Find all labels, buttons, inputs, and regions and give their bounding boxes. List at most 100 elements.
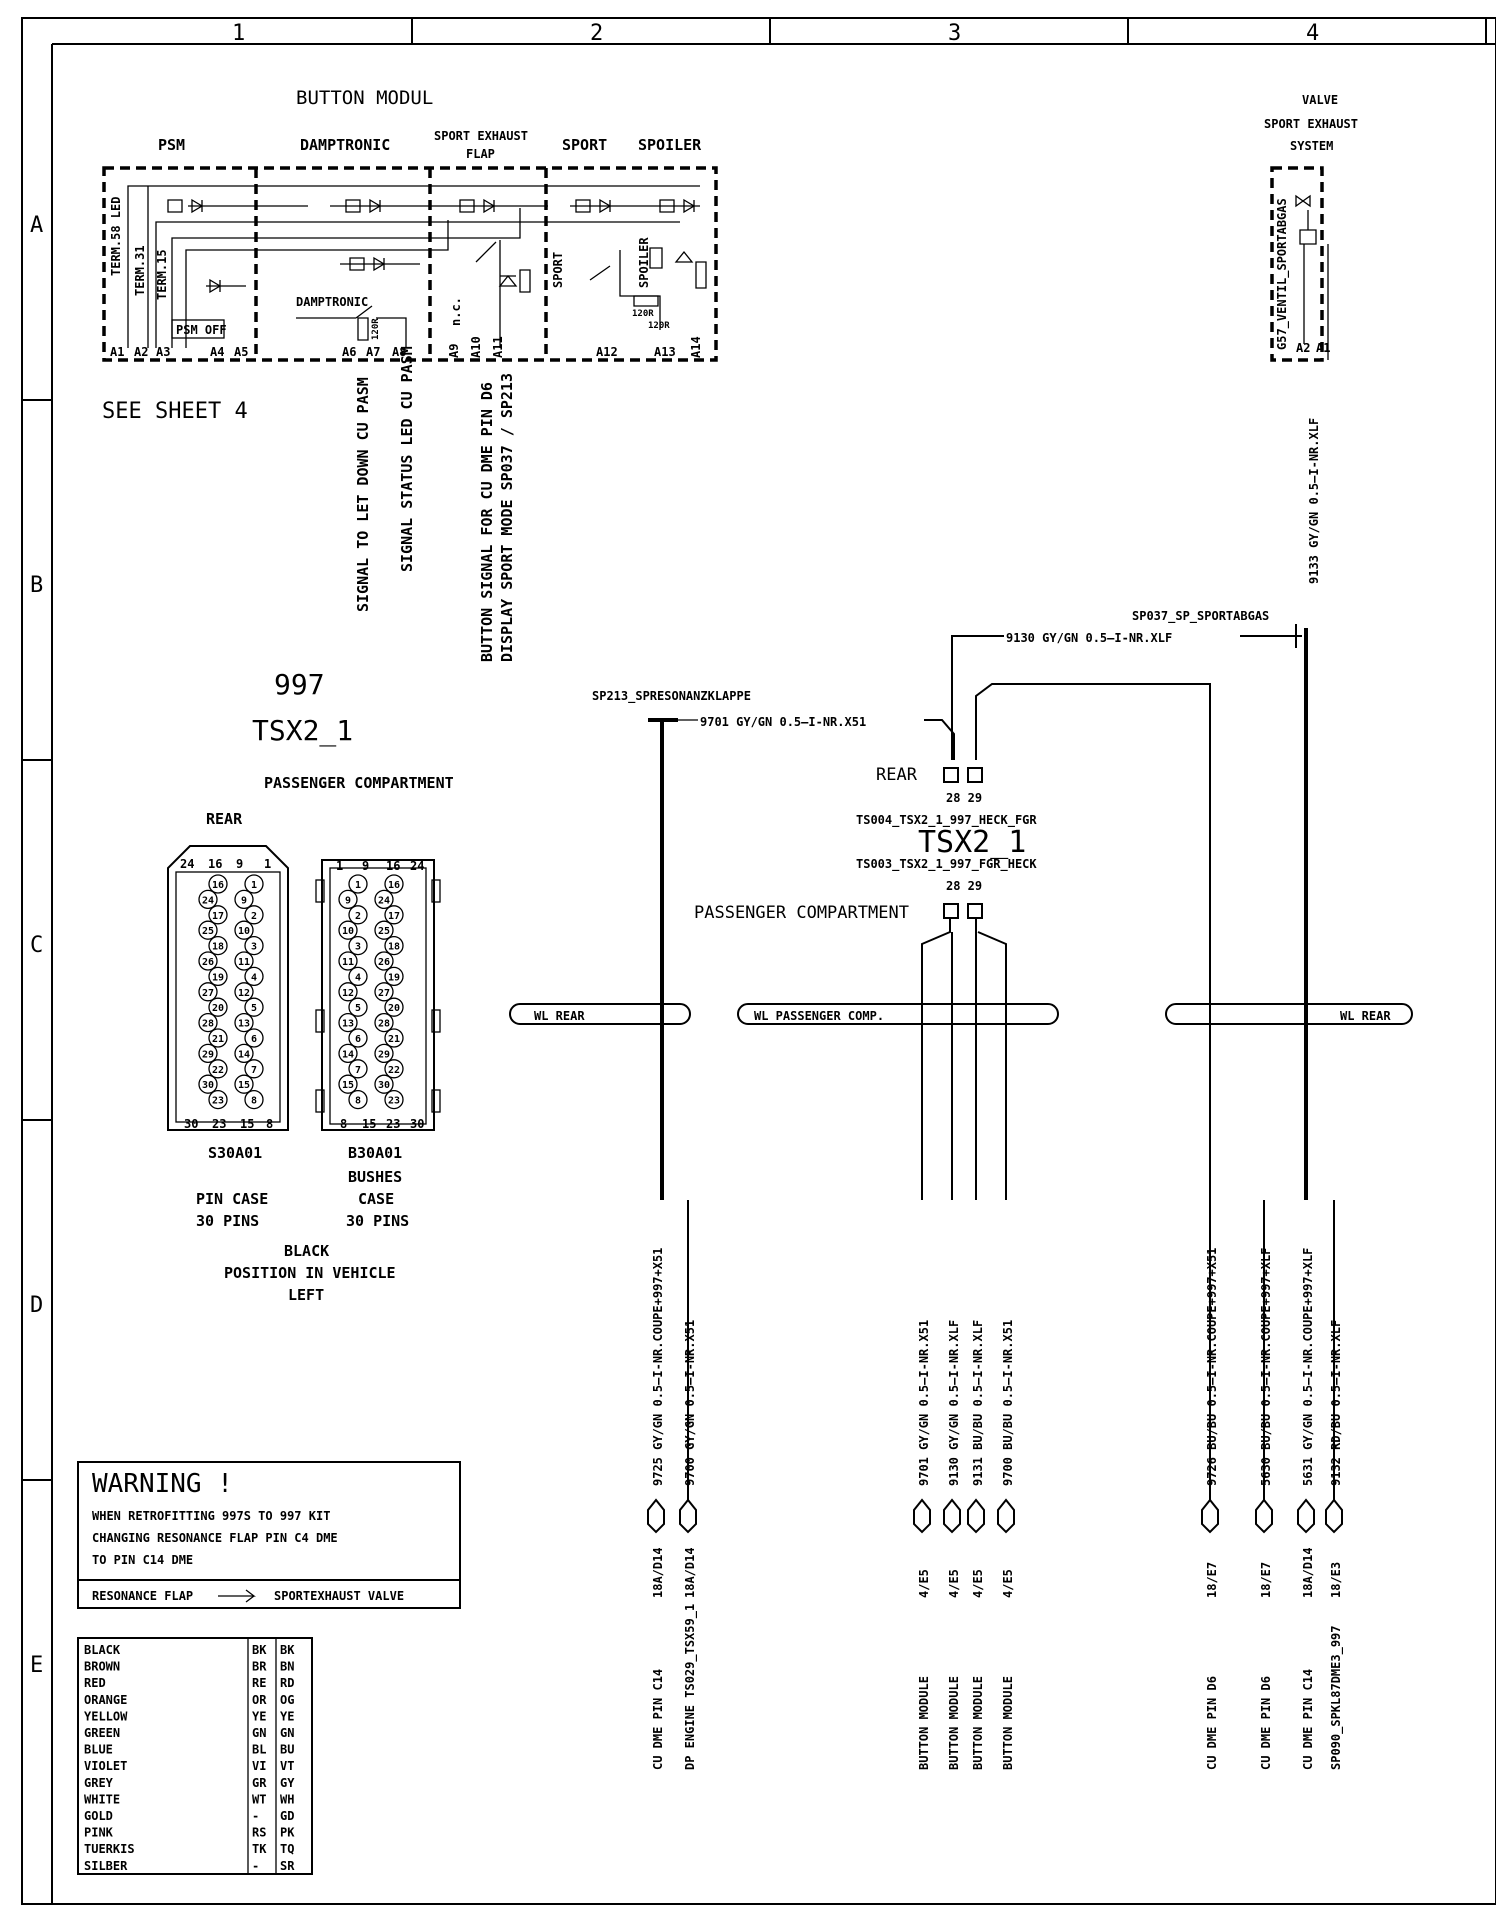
- pin-number: 23: [388, 1096, 400, 1107]
- pin-circle: [198, 1012, 218, 1033]
- bushes-case-shape: [321, 859, 435, 1131]
- pin-a1: A1: [110, 345, 124, 359]
- pin-number: 6: [355, 1034, 361, 1045]
- sp037-wire: 9130 GY/GN 0.5—I-NR.XLF: [1006, 631, 1172, 645]
- pin-number: 11: [342, 957, 354, 968]
- tsx-name: TSX2_1: [918, 825, 1026, 860]
- psm-off-label: PSM OFF: [176, 323, 227, 337]
- pin-a2: A2: [134, 345, 148, 359]
- color-code-en: GD: [280, 1809, 294, 1823]
- connector-footer-2: POSITION IN VEHICLE: [224, 1264, 396, 1282]
- pin-number: 16: [212, 880, 224, 891]
- svg-text:15: 15: [240, 1117, 254, 1131]
- svg-text:9: 9: [236, 857, 243, 871]
- pin-a12: A12: [596, 345, 618, 359]
- pin-a8: A8: [392, 345, 406, 359]
- damptronic-switch-label: DAMPTRONIC: [296, 295, 368, 309]
- warning-arrow-icon: [218, 1589, 256, 1603]
- pin-number: 10: [342, 926, 354, 937]
- pin-number: 22: [388, 1065, 400, 1076]
- valve-box: [1270, 166, 1324, 362]
- pin-number: 16: [388, 880, 400, 891]
- pin-circle: [348, 935, 368, 956]
- pin-number: 25: [202, 926, 214, 937]
- wire-label: 9700 GY/GN 0.5—I-NR.X51: [683, 1320, 697, 1486]
- pin-circle: [338, 951, 358, 971]
- row-label-b: B: [30, 573, 43, 598]
- column-label-1: 1: [232, 21, 245, 46]
- pin-number: 19: [388, 972, 400, 983]
- pin-a13: A13: [654, 345, 676, 359]
- pin-a9: A9: [447, 344, 461, 358]
- tsx-heck-label: TS004_TSX2_1_997_HECK_FGR: [856, 813, 1037, 828]
- pin-circle: [244, 1028, 264, 1048]
- svg-text:30: 30: [184, 1117, 198, 1131]
- pin-circle: [198, 982, 218, 1002]
- pin-circle: [208, 935, 228, 956]
- svg-text:8: 8: [340, 1117, 347, 1131]
- nc-label: n.c.: [449, 297, 463, 326]
- connector-name: TSX2_1: [252, 714, 353, 748]
- pin-circle: [348, 905, 368, 925]
- connector-location: PASSENGER COMPARTMENT: [264, 774, 454, 792]
- harness-left-label: WL REAR: [534, 1009, 585, 1023]
- color-code-en: GN: [280, 1726, 294, 1740]
- pin-number: 28: [202, 1019, 214, 1030]
- wire-destination: BUTTON MODULE: [947, 1676, 961, 1770]
- pin-circle: [208, 1028, 228, 1048]
- svg-text:1: 1: [264, 857, 271, 871]
- pin-number: 1: [355, 880, 361, 891]
- color-name: TUERKIS: [84, 1842, 135, 1856]
- pin-circle: [244, 874, 264, 894]
- pin-number: 2: [355, 911, 361, 922]
- pin-circle: [348, 1089, 368, 1110]
- pin-number: 21: [388, 1034, 400, 1045]
- wire-label: 9726 BU/BU 0.5—I-NR.COUPE+997+X51: [1205, 1248, 1219, 1486]
- sp213-label: SP213_SPRESONANZKLAPPE: [592, 689, 751, 704]
- section-spoiler: SPOILER: [638, 136, 702, 154]
- pin-circle: [374, 889, 394, 910]
- color-name: ORANGE: [84, 1693, 127, 1707]
- color-name: YELLOW: [84, 1709, 128, 1723]
- section-sport-exhaust: SPORT EXHAUST: [434, 129, 528, 143]
- color-name: GREY: [84, 1776, 114, 1790]
- splice-and-tsx: SP213_SPRESONANZKLAPPE 9701 GY/GN 0.5—I-…: [592, 609, 1335, 1500]
- color-code-de: VI: [252, 1759, 266, 1773]
- display-sport-mode-label: DISPLAY SPORT MODE SP037 / SP213: [498, 373, 516, 662]
- term-58-led-label: TERM.58 LED: [109, 197, 123, 276]
- pin-circle: [234, 1074, 254, 1094]
- color-code-en: WH: [280, 1792, 294, 1806]
- warning-line-2: CHANGING RESONANCE FLAP PIN C4 DME: [92, 1531, 338, 1545]
- pin-case-id: S30A01: [208, 1144, 262, 1162]
- pin-circle: [244, 1089, 264, 1110]
- wire-destination: BUTTON MODULE: [971, 1676, 985, 1770]
- pin-number: 17: [388, 911, 400, 922]
- wire-location: 4/E5: [917, 1569, 931, 1598]
- pin-number: 3: [251, 942, 257, 953]
- warning-from: RESONANCE FLAP: [92, 1589, 193, 1603]
- pin-circle: [208, 905, 228, 925]
- svg-text:15: 15: [362, 1117, 376, 1131]
- color-code-en: VT: [280, 1759, 294, 1773]
- pin-number: 12: [238, 988, 250, 999]
- tsx-pins-top: 28 29: [946, 791, 982, 805]
- pin-number: 28: [378, 1019, 390, 1030]
- color-code-de: GN: [252, 1726, 266, 1740]
- outer-frame: [21, 17, 1496, 1905]
- pin-number: 20: [388, 1003, 400, 1014]
- pin-circle: [374, 1043, 394, 1064]
- pin-circle: [348, 1059, 368, 1079]
- color-code-de: BK: [252, 1643, 267, 1657]
- color-code-de: BR: [252, 1660, 267, 1674]
- section-flap: FLAP: [466, 147, 495, 161]
- pin-a6: A6: [342, 345, 356, 359]
- sport-switch-label: SPORT: [551, 252, 565, 288]
- pin-circle: [384, 1028, 404, 1048]
- connector-model: 997: [274, 668, 325, 701]
- pin-circle: [234, 1043, 254, 1064]
- wire-plug-icon: [1201, 1498, 1219, 1534]
- pin-number: 25: [378, 926, 390, 937]
- tsx-rear-label: REAR: [876, 765, 918, 785]
- svg-text:24: 24: [410, 859, 424, 873]
